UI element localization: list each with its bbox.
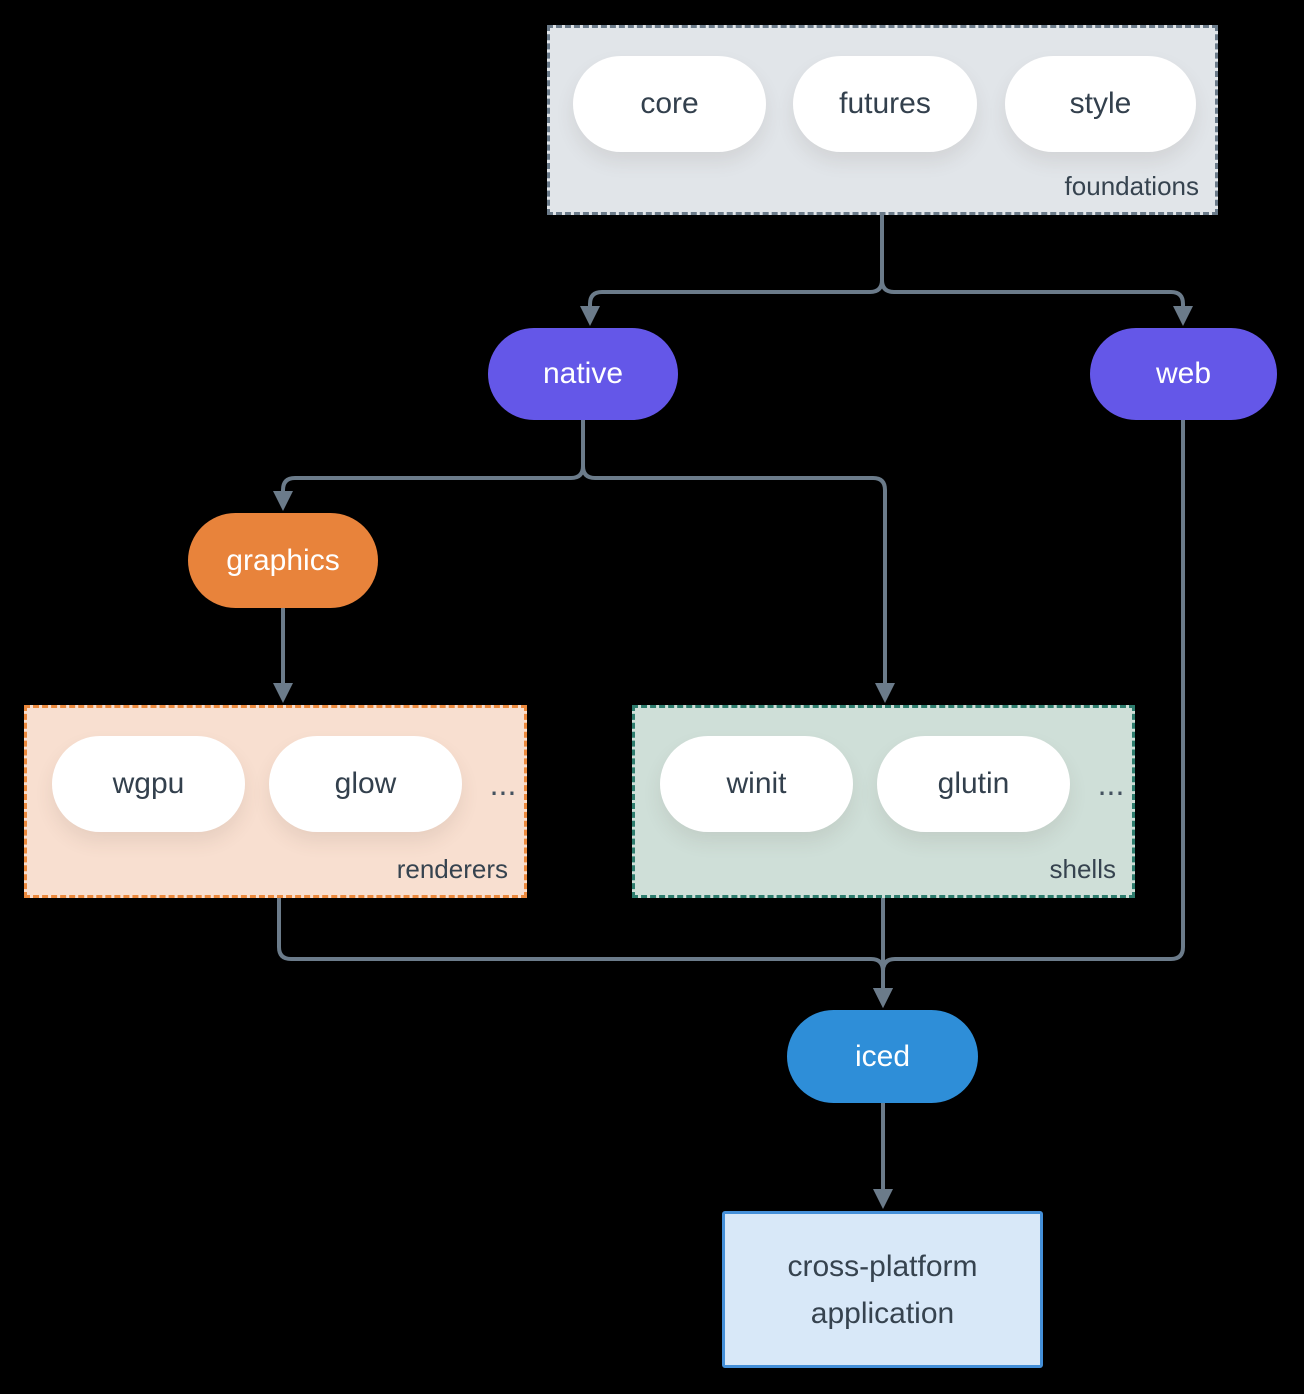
renderers-group: wgpu glow ... renderers — [24, 705, 527, 898]
shells-group: winit glutin ... shells — [632, 705, 1135, 898]
node-native: native — [488, 328, 678, 420]
node-glutin: glutin — [877, 736, 1070, 832]
node-style: style — [1005, 56, 1196, 152]
node-iced: iced — [787, 1010, 978, 1103]
edge-foundations-native — [580, 215, 884, 326]
node-winit: winit — [660, 736, 853, 832]
foundations-group: core futures style foundations — [547, 25, 1218, 215]
edge-native-graphics — [273, 420, 585, 511]
node-cross-platform-application: cross-platform application — [722, 1211, 1043, 1368]
node-wgpu: wgpu — [52, 736, 245, 832]
edge-native-shells — [581, 420, 895, 703]
node-web: web — [1090, 328, 1277, 420]
shells-group-label: shells — [1049, 854, 1116, 884]
renderers-group-label: renderers — [396, 854, 508, 884]
renderers-ellipsis: ... — [489, 765, 517, 802]
node-graphics: graphics — [188, 513, 378, 608]
application-label-line1: cross-platform — [787, 1249, 978, 1283]
shells-ellipsis: ... — [1097, 765, 1125, 802]
application-label-line2: application — [810, 1296, 955, 1330]
node-futures: futures — [793, 56, 977, 152]
edge-renderers-iced — [277, 898, 893, 1008]
node-glow: glow — [269, 736, 462, 832]
node-core: core — [573, 56, 766, 152]
foundations-group-label: foundations — [1064, 171, 1199, 201]
edge-foundations-web — [880, 215, 1193, 326]
